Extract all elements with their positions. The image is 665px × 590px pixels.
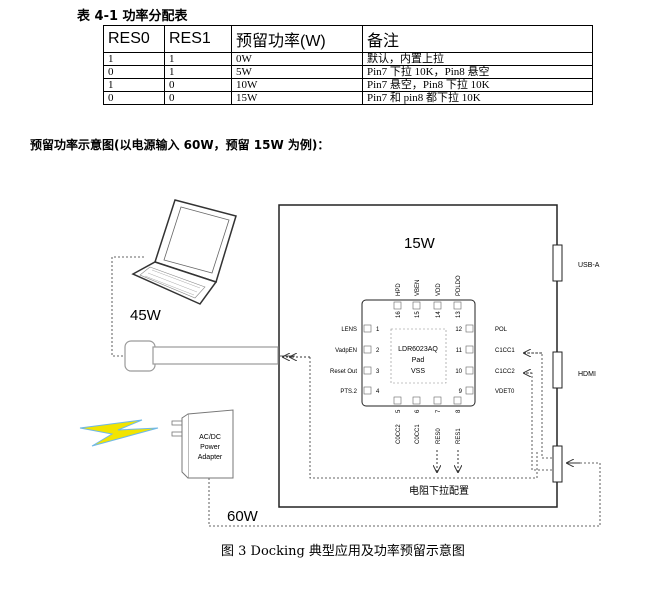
- pin-label: LENS: [341, 327, 357, 333]
- pin-pad: [412, 301, 421, 310]
- table-row: 0 0 15W Pin7 和 pin8 都下拉 10K: [103, 91, 593, 105]
- pin-number: 1: [376, 327, 380, 333]
- c0-dashed-path: [309, 357, 538, 479]
- cell-res0: 0: [103, 91, 165, 105]
- adapter-dashed-link: [208, 462, 601, 527]
- pin-number: 6: [415, 409, 421, 413]
- hdmi-port: [552, 351, 563, 389]
- pin-number: 15: [415, 311, 421, 318]
- power-adapter-icon: [171, 409, 234, 479]
- pin-number: 4: [376, 389, 380, 395]
- pin-label: PTS.2: [340, 389, 357, 395]
- cell-power: 15W: [231, 91, 363, 105]
- pin-pad: [433, 301, 442, 310]
- pin-label: Reset Out: [330, 369, 357, 375]
- cell-res1: 0: [164, 91, 232, 105]
- pin-number: 8: [456, 409, 462, 413]
- pin-pad: [412, 396, 421, 405]
- pin-label: POL: [495, 327, 508, 333]
- pin-number: 11: [456, 348, 463, 354]
- cell-remark: Pin7 和 pin8 都下拉 10K: [362, 91, 593, 105]
- pin-label: HPD: [396, 283, 402, 296]
- pin-number: 9: [459, 389, 463, 395]
- pin-number: 13: [456, 311, 462, 318]
- laptop-dashed-link: [111, 256, 144, 357]
- adapter-power-label: 60W: [227, 508, 259, 525]
- pin-label: RES0: [436, 428, 442, 444]
- header-reserved-power: 预留功率(W): [231, 25, 363, 53]
- diagram-subheading: 预留功率示意图(以电源输入 60W，预留 15W 为例)：: [30, 138, 330, 152]
- pin-label: RES1: [456, 428, 462, 444]
- dock-power-label: 15W: [404, 235, 436, 252]
- chip-name: LDR6023AQ: [398, 346, 438, 353]
- adapter-label-line2: Power: [200, 444, 221, 451]
- pin-number: 2: [376, 348, 380, 354]
- pin-label: C0CC1: [415, 424, 421, 444]
- usbc-port: [552, 445, 563, 483]
- pin-pad: [465, 345, 474, 354]
- pin-pad: [453, 301, 462, 310]
- cell-remark: Pin7 悬空，Pin8 下拉 10K: [362, 78, 593, 92]
- header-res0: RES0: [103, 25, 165, 53]
- pin-pad: [433, 396, 442, 405]
- pin-number: 5: [396, 409, 402, 413]
- laptop-power-label: 45W: [130, 307, 162, 324]
- pin-pad: [393, 301, 402, 310]
- pin-label: VDET0: [495, 389, 515, 395]
- hdmi-label: HDMI: [578, 371, 596, 378]
- pin-number: 16: [396, 311, 402, 318]
- usba-port: [552, 244, 563, 282]
- adapter-label-line1: AC/DC: [199, 434, 221, 441]
- usba-label: USB-A: [578, 262, 600, 269]
- pin-pad: [465, 324, 474, 333]
- chip-pad: [390, 328, 447, 384]
- figure-caption: 图 3 Docking 典型应用及功率预留示意图: [221, 544, 465, 559]
- chip-left-pins: 1 LENS 2 VadpEN 3 Reset Out 4 PTS.2: [330, 324, 380, 395]
- pin-label: C1CC1: [495, 348, 515, 354]
- power-allocation-table: RES0 RES1 预留功率(W) 备注 1 1 0W 默认，内置上拉 0 1 …: [103, 25, 593, 105]
- pin-pad: [465, 366, 474, 375]
- pin-label: VDD: [436, 283, 442, 296]
- table-caption: 表 4-1 功率分配表: [77, 9, 188, 24]
- pin-pad: [363, 324, 372, 333]
- pin-label: C1CC2: [495, 369, 515, 375]
- pin-pad: [363, 345, 372, 354]
- pin-label: VBEN: [415, 280, 421, 296]
- pin-label: VadpEN: [335, 348, 357, 354]
- chip-pad-label: Pad: [412, 357, 425, 364]
- chip-vss-label: VSS: [411, 368, 425, 375]
- table-row: 1 0 10W Pin7 悬空，Pin8 下拉 10K: [103, 78, 593, 92]
- chip-bottom-pins: 5 C0CC2 6 C0CC1 7 RES0 8 RES1: [393, 396, 462, 444]
- pin-number: 3: [376, 369, 380, 375]
- pin-label: PDLDO: [456, 275, 462, 296]
- lightning-icon: [79, 419, 159, 447]
- chip-top-pins: 16 HPD 15 VBEN 14 VDD 13 PDLDO: [393, 275, 462, 318]
- pin-number: 10: [455, 369, 462, 375]
- pin-number: 12: [455, 327, 462, 333]
- adapter-label-line3: Adapter: [198, 454, 223, 461]
- pin-pad: [393, 396, 402, 405]
- chip-right-pins: 12 POL 11 C1CC1 10 C1CC2 9 VDET0: [455, 324, 515, 395]
- pin-pad: [453, 396, 462, 405]
- pin-pad: [363, 386, 372, 395]
- pin-number: 7: [436, 409, 442, 413]
- table-header-row: RES0 RES1 预留功率(W) 备注: [103, 25, 593, 53]
- usbc-cable-icon: [124, 340, 279, 372]
- laptop-icon: [131, 199, 237, 305]
- header-remarks: 备注: [362, 25, 593, 53]
- table-row: 0 1 5W Pin7 下拉 10K，Pin8 悬空: [103, 65, 593, 79]
- pulldown-label: 电阻下拉配置: [409, 484, 469, 497]
- pin-pad: [465, 386, 474, 395]
- pin-pad: [363, 366, 372, 375]
- header-res1: RES1: [164, 25, 232, 53]
- pin-number: 14: [436, 311, 442, 318]
- pin-label: C0CC2: [396, 424, 402, 444]
